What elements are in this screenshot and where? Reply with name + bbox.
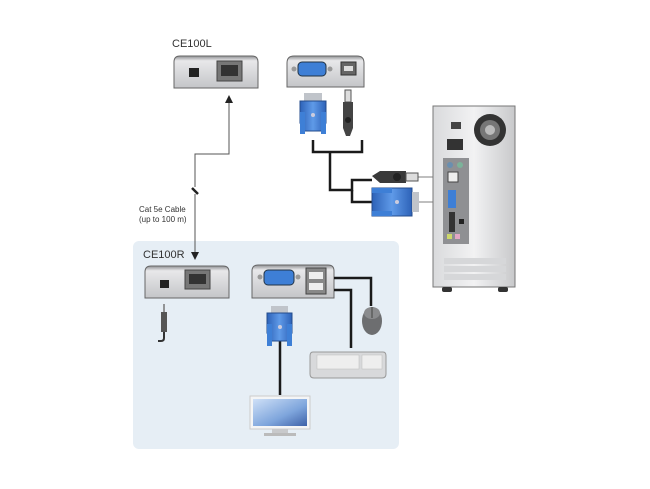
remote-unit-label: CE100R <box>143 249 185 261</box>
ce100r-back-unit <box>251 264 335 299</box>
computer-tower <box>432 105 516 292</box>
power-socket-icon <box>447 139 463 150</box>
local-unit-label: CE100L <box>172 38 212 50</box>
vga-connector-icon <box>299 93 327 134</box>
ce100l-back-unit <box>286 55 365 88</box>
remote-vga-port-icon <box>263 269 295 286</box>
cable-break-icon <box>191 187 199 195</box>
usb-plug-to-pc <box>372 171 419 183</box>
cat5e-cable <box>194 102 230 252</box>
kvm-cable <box>311 140 372 204</box>
mouse-icon <box>362 307 382 335</box>
power-switch-icon <box>451 122 461 129</box>
remote-vga-connector-icon <box>266 306 293 346</box>
power-jack-icon <box>189 68 199 77</box>
remote-usb-ports-icon <box>305 267 327 295</box>
cable-label-line2: (up to 100 m) <box>139 215 187 224</box>
pc-usb-port-icon <box>447 171 459 183</box>
cable-label-line1: Cat 5e Cable <box>139 205 186 214</box>
remote-power-jack-icon <box>160 280 169 288</box>
arrow-up-icon <box>225 95 233 103</box>
vga-port-icon <box>297 61 327 77</box>
remote-cables <box>278 276 373 395</box>
usb-connector-icon <box>343 89 353 136</box>
ce100l-front-unit <box>173 55 259 89</box>
arrow-down-icon <box>191 252 199 260</box>
power-adapter-plug <box>158 304 167 342</box>
pc-vga-port-icon <box>448 190 456 208</box>
ce100r-front-unit <box>144 265 230 299</box>
monitor-icon <box>249 395 311 436</box>
vga-plug-to-pc <box>371 187 419 217</box>
keyboard-icon <box>309 351 387 379</box>
